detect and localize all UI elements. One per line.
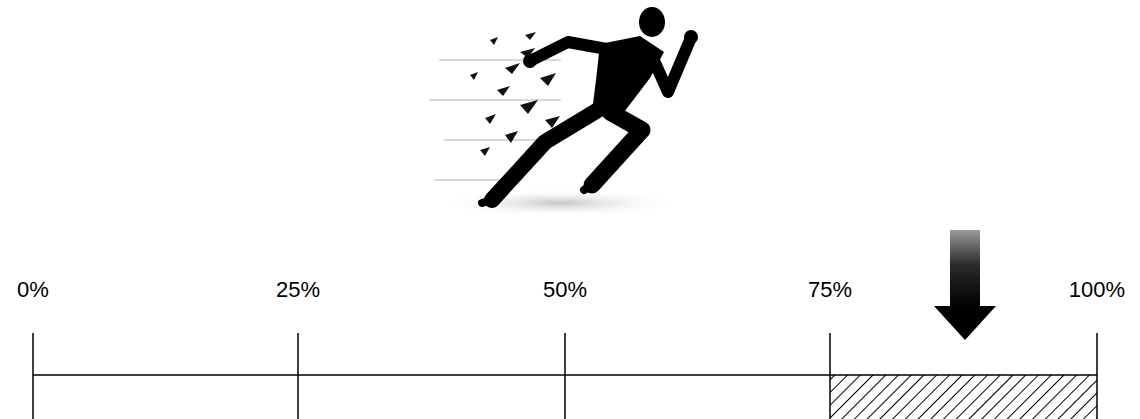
scale-label: 25% [276,279,320,301]
scale-label: 0% [17,279,49,301]
scale-bar [33,333,1097,419]
runner-figure [430,7,698,217]
scale-label: 50% [543,279,587,301]
scale-label: 75% [808,279,852,301]
scale-label: 100% [1069,279,1125,301]
pointer-arrow [934,230,996,340]
